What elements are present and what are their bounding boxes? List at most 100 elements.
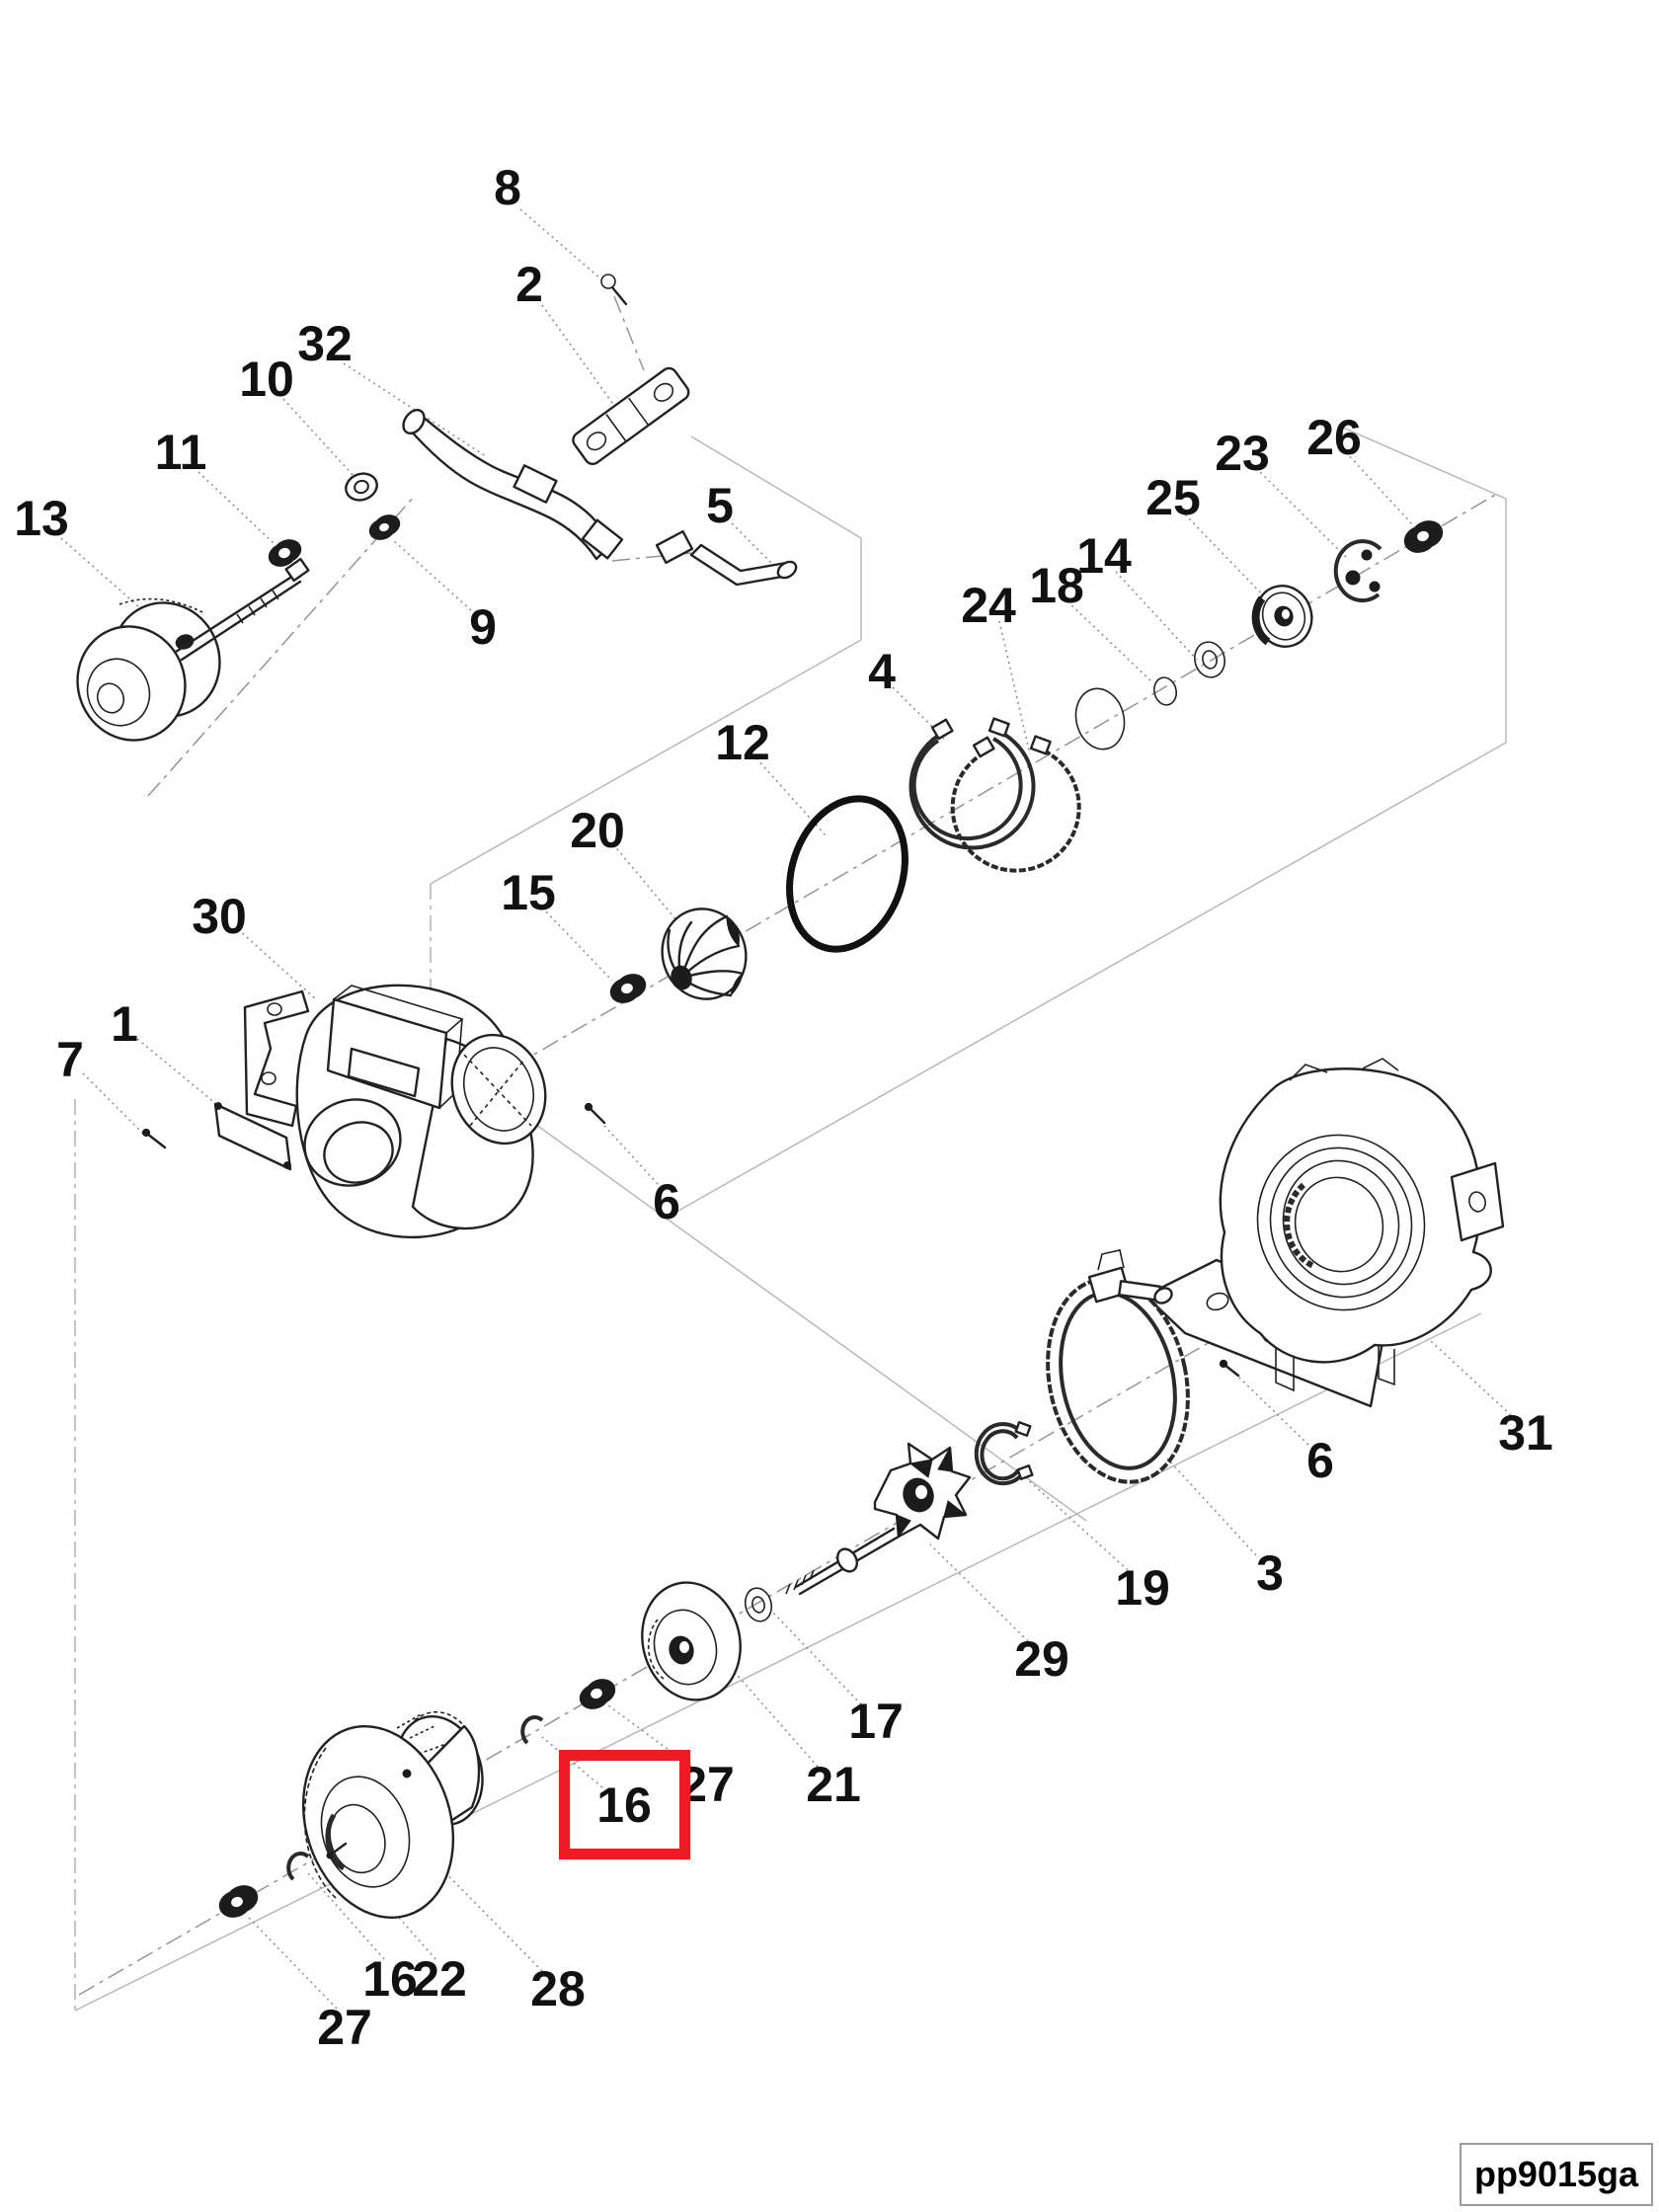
callout-8[interactable]: 8 [494,160,521,215]
part-seal-plate[interactable] [279,1705,496,1937]
part-shaft-nut[interactable] [607,971,649,1007]
callout-11[interactable]: 11 [155,425,207,480]
callout-21[interactable]: 21 [806,1757,861,1812]
callout-15[interactable]: 15 [501,865,556,920]
callout-1[interactable]: 1 [111,996,138,1052]
part-bearing-housing[interactable] [1144,1058,1505,1408]
leader-19-25 [1022,1474,1129,1571]
part-retaining-ring-b[interactable] [950,735,1081,873]
leader-20-16 [612,843,678,922]
callout-12[interactable]: 12 [715,715,770,770]
part-lock-nut[interactable] [266,536,304,570]
frame-line-7 [671,742,1507,1216]
frame-line-4 [430,639,862,885]
callout-14[interactable]: 14 [1076,528,1132,584]
part-mount-bolt[interactable] [1219,1359,1240,1378]
leader-27-34 [248,1917,338,2010]
highlight-box-16 [559,1750,690,1859]
part-grommet[interactable] [343,469,381,504]
leader-15-17 [541,907,613,982]
leader-18-12 [1066,600,1152,682]
frame-line-1 [74,1312,1482,2012]
part-retaining-ring-a[interactable] [908,717,1036,850]
part-retaining-washer[interactable] [1151,639,1228,707]
leader-30-18 [237,928,317,1000]
callout-9[interactable]: 9 [469,599,497,655]
leader-23-9 [1255,467,1350,561]
callout-3[interactable]: 3 [1256,1545,1284,1601]
callout-6[interactable]: 6 [1306,1433,1334,1488]
callout-23[interactable]: 23 [1215,426,1270,481]
leader-5-7 [731,522,774,566]
callout-7[interactable]: 7 [56,1032,84,1087]
callout-18[interactable]: 18 [1029,558,1084,613]
callout-25[interactable]: 25 [1146,470,1201,525]
leader-25-10 [1184,514,1271,603]
leader-7-20 [82,1072,145,1136]
part-snap-ring[interactable] [974,1421,1034,1486]
leader-6-23 [1237,1376,1309,1446]
part-v-band-clamp[interactable] [1030,1249,1206,1495]
callout-4[interactable]: 4 [868,644,896,699]
part-turbine-shaft-wheel[interactable] [785,1442,972,1596]
part-o-ring-large[interactable] [771,784,924,965]
callout-16-highlighted[interactable]: 16 [596,1778,652,1833]
callout-27[interactable]: 27 [317,2000,372,2055]
part-rod-nut[interactable] [366,512,402,543]
leader-14-11 [1115,571,1198,661]
part-washer-small[interactable] [742,1585,774,1623]
part-dowel-pin[interactable] [326,1842,348,1859]
part-plate[interactable] [213,1102,292,1171]
part-bracket[interactable] [570,365,691,467]
callout-5[interactable]: 5 [706,478,734,533]
axis-centerlines [78,295,1498,1996]
part-bearing[interactable] [1248,579,1319,654]
callout-29[interactable]: 29 [1014,1631,1069,1687]
callout-31[interactable]: 31 [1498,1405,1553,1461]
callout-22[interactable]: 22 [412,1951,467,2007]
callout-28[interactable]: 28 [530,1961,586,2016]
callout-2[interactable]: 2 [515,257,543,312]
part-lock-nut-low[interactable] [216,1881,262,1921]
part-screw-pin[interactable] [141,1128,167,1149]
callout-17[interactable]: 17 [848,1694,904,1749]
part-elbow-fitting[interactable] [655,529,799,587]
centerline-3 [513,493,1498,1067]
part-heat-shield[interactable] [630,1572,752,1710]
leader-6-21 [603,1125,659,1185]
callout-20[interactable]: 20 [570,803,625,858]
part-compressor-housing[interactable] [243,984,560,1239]
callout-24[interactable]: 24 [961,578,1016,633]
figure-code: pp9015ga [1473,2154,1639,2194]
leader-31-22 [1430,1340,1512,1416]
callout-16[interactable]: 16 [362,1951,418,2007]
callout-13[interactable]: 13 [14,491,69,546]
part-bolt-left[interactable] [584,1102,606,1125]
callout-19[interactable]: 19 [1115,1560,1170,1616]
leader-17-27 [771,1611,862,1705]
leader-1-19 [136,1038,251,1133]
part-o-ring-small[interactable] [1069,683,1131,754]
centerline-1 [611,552,692,562]
part-compressor-wheel[interactable] [651,898,757,1009]
callout-10[interactable]: 10 [239,352,294,407]
part-screw[interactable] [600,274,628,306]
part-hose[interactable] [399,406,624,561]
leader-10-3 [282,398,355,477]
callout-32[interactable]: 32 [297,316,353,371]
leader-9-6 [392,539,472,611]
leader-13-5 [60,537,174,638]
centerline-4 [78,1219,1423,1996]
leader-2-1 [541,304,613,404]
callout-30[interactable]: 30 [192,889,247,944]
figure-code-box: pp9015ga [1460,2143,1653,2206]
part-shaft-end-nut[interactable] [1401,516,1447,556]
callout-6[interactable]: 6 [653,1174,680,1229]
part-lock-nut-mid[interactable] [577,1676,618,1713]
part-thrust-collar[interactable] [1333,539,1382,603]
part-retaining-ring-low[interactable] [286,1851,310,1881]
part-wastegate-actuator[interactable] [61,557,310,755]
callout-26[interactable]: 26 [1306,410,1362,465]
part-retaining-ring-mid[interactable] [520,1714,544,1745]
